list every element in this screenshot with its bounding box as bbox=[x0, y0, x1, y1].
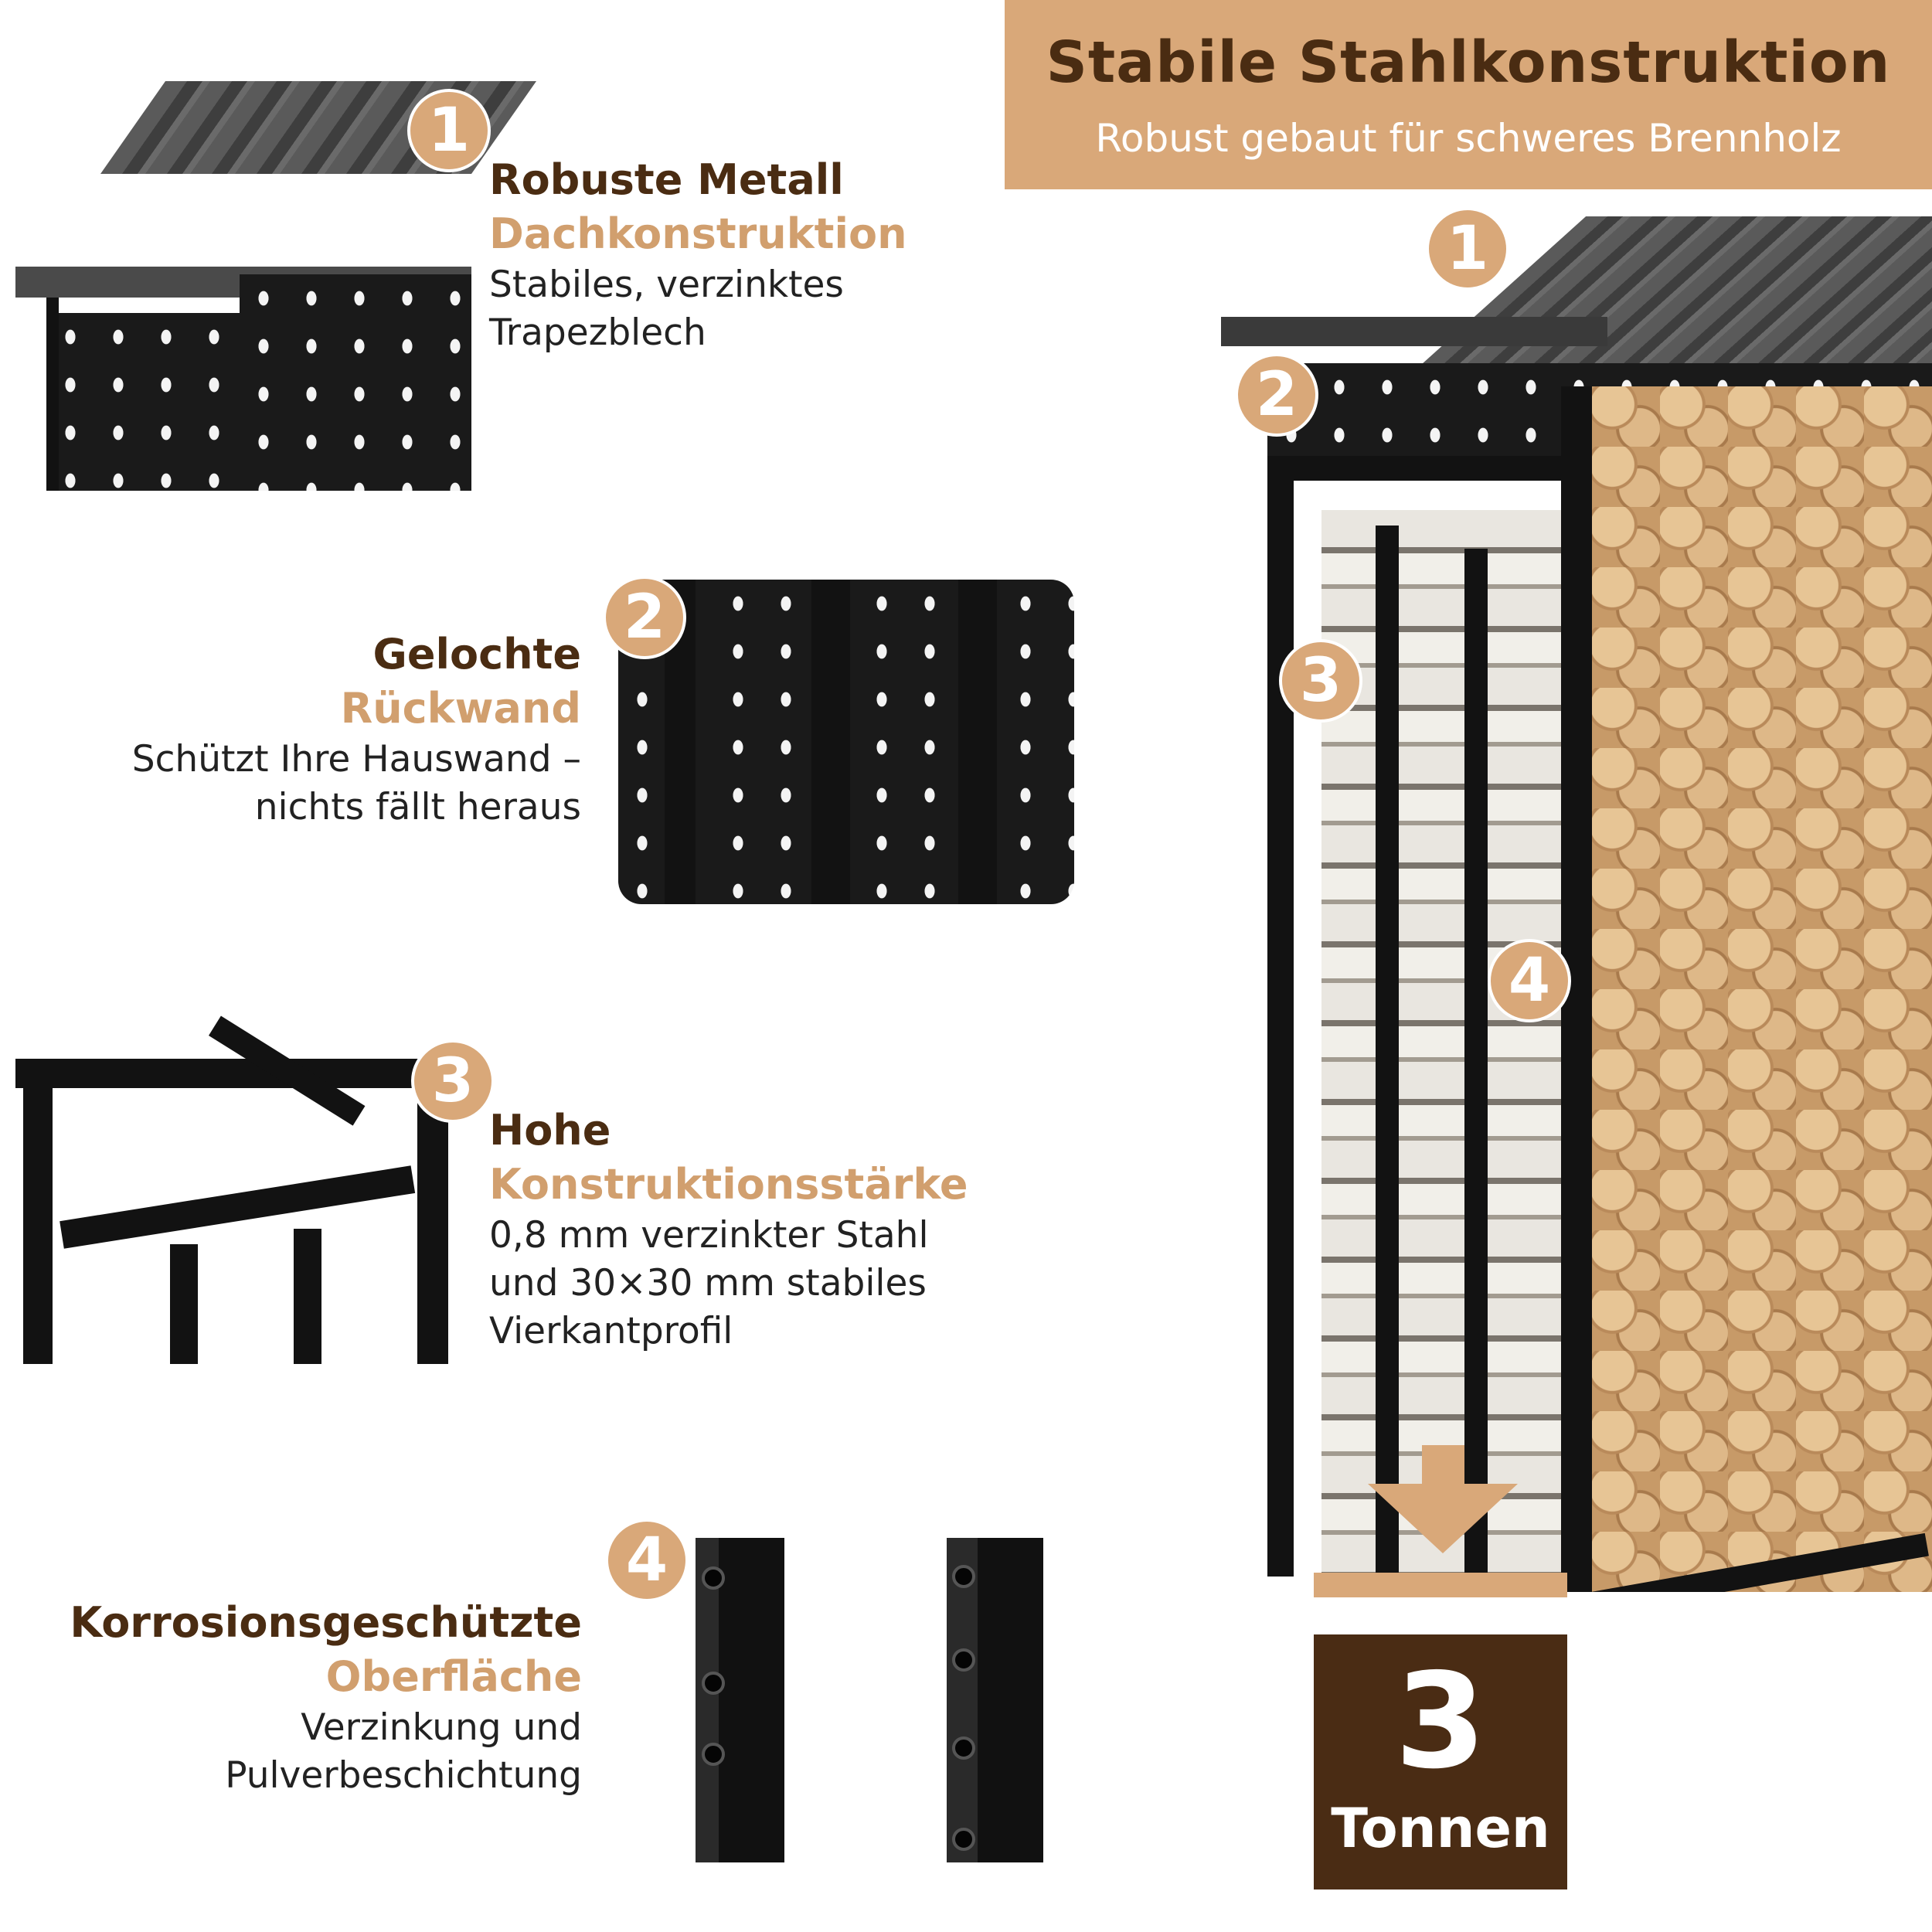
feature-1-desc-line1: Stabiles, verzinktes bbox=[489, 264, 844, 306]
feature-4-text: Korrosionsgeschützte Oberfläche Verzinku… bbox=[23, 1596, 582, 1800]
feature-1-title: Robuste Metall bbox=[489, 155, 844, 204]
feature-2-desc-line1: Schützt Ihre Hauswand – bbox=[131, 738, 581, 781]
feature-2-desc-line2: nichts fällt heraus bbox=[254, 786, 581, 828]
product-callout-4: 4 bbox=[1488, 939, 1571, 1022]
capacity-divider bbox=[1314, 1573, 1567, 1597]
feature-3-title-accent: Konstruktionsstärke bbox=[489, 1160, 968, 1209]
feature-1-desc-line2: Trapezblech bbox=[489, 311, 706, 354]
back-wall-detail-image bbox=[618, 580, 1074, 904]
feature-4-title-accent: Oberfläche bbox=[325, 1652, 582, 1701]
feature-4-title: Korrosionsgeschützte bbox=[70, 1598, 582, 1647]
banner-subtitle: Robust gebaut für schweres Brennholz bbox=[1095, 116, 1842, 161]
feature-1-text: Robuste Metall Dachkonstruktion Stabiles… bbox=[489, 153, 953, 357]
feature-4-desc-line2: Pulverbeschichtung bbox=[225, 1754, 582, 1797]
feature-3-title: Hohe bbox=[489, 1106, 611, 1155]
roof-detail-image bbox=[15, 81, 537, 491]
load-arrow-shaft bbox=[1422, 1445, 1464, 1488]
capacity-box: 3 Tonnen bbox=[1314, 1634, 1567, 1889]
firewood-rack-image bbox=[1221, 185, 1932, 1592]
feature-3-desc-line3: Vierkantprofil bbox=[489, 1310, 733, 1352]
capacity-unit: Tonnen bbox=[1331, 1797, 1550, 1860]
feature-2-text: Gelochte Rückwand Schützt Ihre Hauswand … bbox=[31, 628, 581, 832]
feature-2-badge: 2 bbox=[603, 576, 686, 659]
capacity-value: 3 bbox=[1394, 1645, 1487, 1798]
product-callout-3: 3 bbox=[1279, 639, 1362, 723]
feature-2-title: Gelochte bbox=[372, 630, 581, 679]
product-callout-2: 2 bbox=[1235, 353, 1318, 437]
frame-detail-image bbox=[15, 1015, 460, 1364]
feature-4-badge: 4 bbox=[605, 1519, 689, 1602]
feature-2-title-accent: Rückwand bbox=[340, 684, 581, 733]
split-logs bbox=[1592, 386, 1932, 1592]
header-banner: Stabile Stahlkonstruktion Robust gebaut … bbox=[1005, 0, 1932, 189]
feature-1-title-accent: Dachkonstruktion bbox=[489, 209, 907, 258]
load-arrow-icon bbox=[1368, 1484, 1518, 1553]
feature-3-badge: 3 bbox=[411, 1039, 495, 1123]
feature-3-desc-line1: 0,8 mm verzinkter Stahl bbox=[489, 1214, 929, 1257]
product-callout-1: 1 bbox=[1426, 207, 1509, 291]
feature-3-desc-line2: und 30×30 mm stabiles bbox=[489, 1262, 927, 1304]
banner-title: Stabile Stahlkonstruktion bbox=[1046, 29, 1891, 96]
feature-3-text: Hohe Konstruktionsstärke 0,8 mm verzinkt… bbox=[489, 1104, 992, 1355]
feature-1-badge: 1 bbox=[407, 89, 491, 172]
feature-4-desc-line1: Verzinkung und bbox=[301, 1706, 582, 1749]
post-detail-image bbox=[696, 1534, 1051, 1866]
